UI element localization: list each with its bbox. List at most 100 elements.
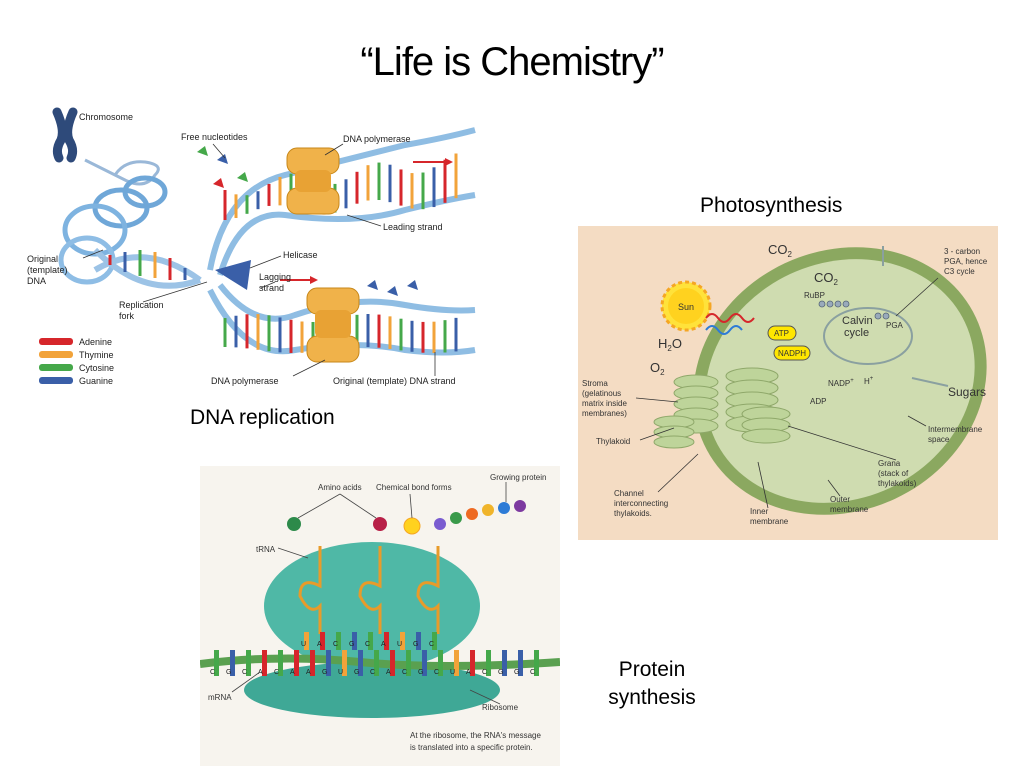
label-original-2: (template) [27, 265, 68, 275]
anticodon-letter: A [381, 641, 386, 648]
dna-polymerase-upper [286, 147, 340, 215]
label-dna-polymerase-bottom: DNA polymerase [211, 376, 279, 386]
free-nucleotides [197, 146, 418, 296]
label-adp: ADP [810, 397, 826, 406]
label-co2-inner: CO2 [814, 270, 839, 287]
anticodon-bar [384, 632, 389, 650]
light-wave-red [705, 313, 755, 323]
caption-protein-line2: synthesis [608, 686, 696, 709]
amino-acid-chain [287, 500, 526, 535]
label-stroma-4: membranes) [582, 409, 627, 418]
label-stroma-3: matrix inside [582, 399, 627, 408]
label-grana-3: thylakoids) [878, 479, 917, 488]
codon-bar [518, 650, 523, 676]
anticodon-letter: C [333, 641, 338, 648]
legend-label-guanine: Guanine [79, 376, 113, 386]
label-ribosome: Ribosome [482, 703, 519, 712]
codon-letter: A [466, 669, 471, 676]
codon-letter: A [306, 669, 311, 676]
codon-letter: C [370, 669, 375, 676]
label-sugars: Sugars [948, 385, 986, 399]
label-chromosome: Chromosome [79, 112, 133, 122]
label-3-carbon-1: 3 - carbon [944, 247, 980, 256]
caption-protein-line1: Protein [618, 658, 686, 681]
codon-letter: C [274, 669, 279, 676]
legend-label-cytosine: Cytosine [79, 363, 114, 373]
codon-letter: C [210, 669, 215, 676]
label-rubp: RuBP [804, 291, 825, 300]
legend-swatch-cytosine [39, 364, 73, 371]
dna-replication-diagram: Chromosome [27, 107, 476, 386]
label-caption-1: At the ribosome, the RNA's message [410, 731, 541, 740]
label-sun: Sun [678, 302, 694, 312]
codon-bar [294, 650, 299, 676]
codon-bar [326, 650, 331, 676]
codon-bar [358, 650, 363, 676]
codon-letter: A [386, 669, 391, 676]
anticodon-bar [352, 632, 357, 650]
codon-bar [342, 650, 347, 676]
label-calvin-1: Calvin [842, 315, 873, 327]
codon-letter: U [338, 669, 343, 676]
label-outer-2: membrane [830, 505, 869, 514]
ribosome-small-subunit [244, 662, 500, 718]
label-channel-1: Channel [614, 489, 644, 498]
trna-molecules [298, 546, 440, 634]
legend-swatch-guanine [39, 377, 73, 384]
label-mrna: mRNA [208, 693, 232, 702]
label-caption-2: is translated into a specific protein. [410, 743, 533, 752]
anticodon-bar [304, 632, 309, 650]
anticodon-bar [400, 632, 405, 650]
label-chemical-bond: Chemical bond forms [376, 483, 452, 492]
codon-bar [454, 650, 459, 676]
caption-photosynthesis: Photosynthesis [700, 194, 843, 217]
label-helicase: Helicase [283, 250, 318, 260]
label-outer-1: Outer [830, 495, 850, 504]
codon-letter: C [242, 669, 247, 676]
label-3-carbon-2: PGA, hence [944, 257, 988, 266]
label-lagging-1: Lagging [259, 272, 291, 282]
label-lagging-2: strand [259, 283, 284, 293]
label-original-3: DNA [27, 276, 46, 286]
light-wave-blue [705, 325, 743, 335]
label-free-nucleotides: Free nucleotides [181, 132, 248, 142]
label-pga: PGA [886, 321, 904, 330]
codon-letter: G [226, 669, 231, 676]
anticodon-bar [320, 632, 325, 650]
atp-badge [767, 325, 797, 341]
label-inner-2: membrane [750, 517, 789, 526]
anticodon-letter: U [397, 641, 402, 648]
ribosome-large-subunit [264, 542, 480, 670]
legend-swatch-adenine [39, 338, 73, 345]
codon-letter: A [290, 669, 295, 676]
anticodon-bar [336, 632, 341, 650]
label-channel-2: interconnecting [614, 499, 668, 508]
label-growing-protein: Growing protein [490, 473, 546, 482]
codon-letter: G [498, 669, 503, 676]
codon-letter: G [514, 669, 519, 676]
label-h-plus: H+ [864, 376, 874, 386]
label-fork-2: fork [119, 311, 135, 321]
codon-bar [310, 650, 315, 676]
label-original-1: Original [27, 254, 58, 264]
caption-dna-replication: DNA replication [190, 406, 335, 429]
codon-letter: C [530, 669, 535, 676]
codon-bar [390, 650, 395, 676]
dna-polymerase-lower [306, 287, 360, 363]
label-stroma-2: (gelatinous [582, 389, 621, 398]
helicase-icon [215, 260, 251, 290]
anticodon-letter: G [349, 641, 354, 648]
codon-bar [486, 650, 491, 676]
slide-title: “Life is Chemistry” [360, 40, 664, 84]
codon-letter: A [258, 669, 263, 676]
sugars-arrow [911, 377, 949, 387]
chromosome-icon [52, 107, 78, 163]
anticodon-letter: C [365, 641, 370, 648]
label-grana-1: Grana [878, 459, 901, 468]
label-inner-1: Inner [750, 507, 769, 516]
label-amino-acids: Amino acids [318, 483, 362, 492]
